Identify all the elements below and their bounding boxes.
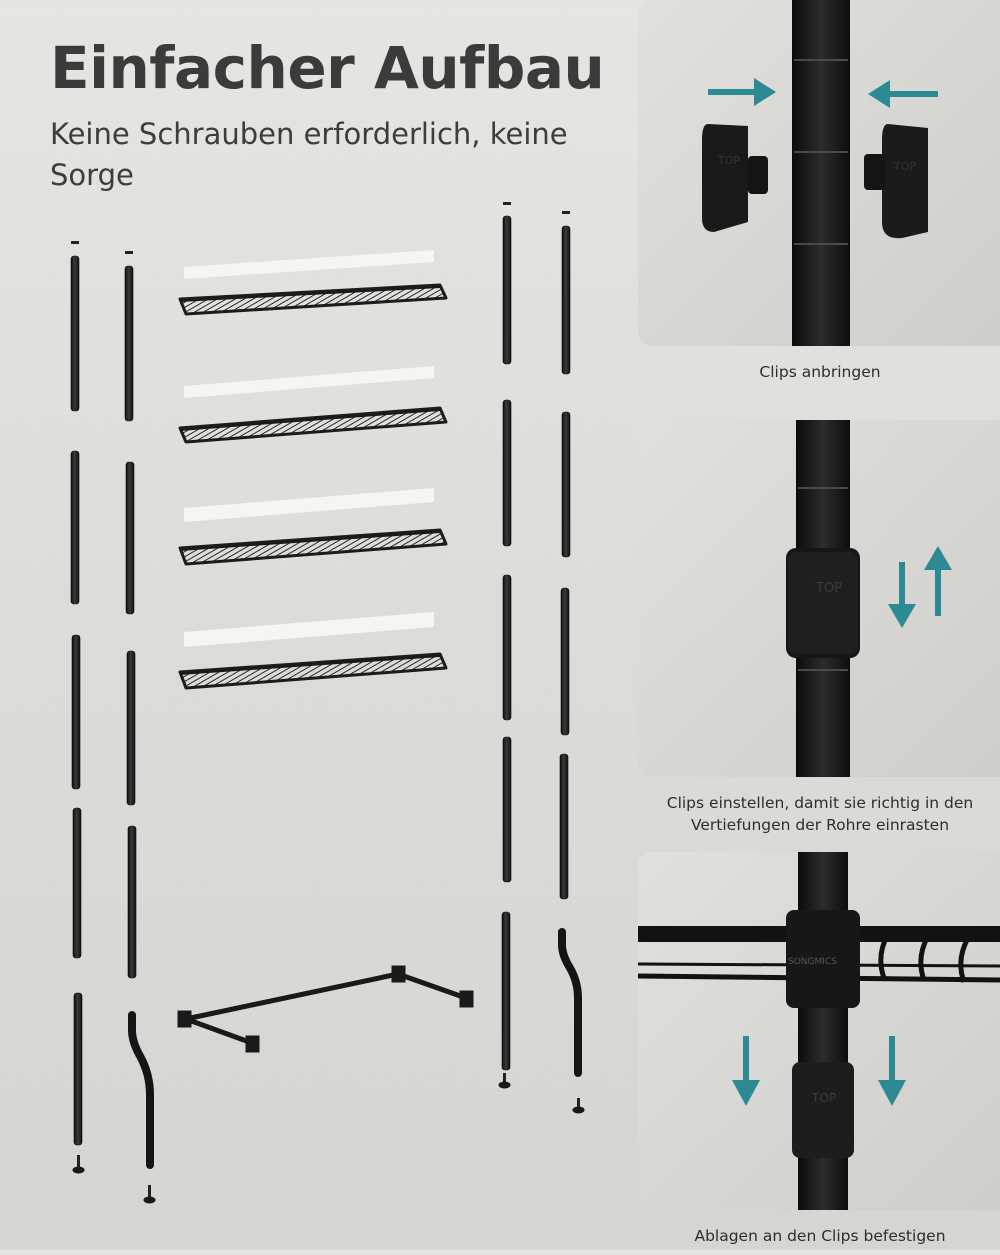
pole-right-rear xyxy=(559,225,571,900)
page-subtitle: Keine Schrauben erforderlich, keine Sorg… xyxy=(50,117,568,192)
step-panel-adjust-clips: TOP xyxy=(638,420,1000,777)
pole-left-front xyxy=(70,255,83,1146)
svg-text:TOP: TOP xyxy=(717,154,740,167)
pole-closeup xyxy=(792,0,850,346)
leveling-foot xyxy=(572,1098,585,1114)
svg-text:SONGMICS: SONGMICS xyxy=(788,957,837,967)
clip-closeup: TOP xyxy=(792,1062,854,1158)
step-panel-attach-shelves: SONGMICS TOP xyxy=(638,852,1000,1210)
leveling-foot xyxy=(143,1185,156,1204)
clip-left-icon: TOP xyxy=(702,124,768,232)
base-frame xyxy=(177,965,474,1053)
clip-right-icon: TOP xyxy=(864,124,928,239)
step-caption-adjust-clips: Clips einstellen, damit sie richtig in d… xyxy=(666,794,974,834)
step-caption-attach-clips: Clips anbringen xyxy=(759,363,881,381)
svg-text:TOP: TOP xyxy=(893,160,916,173)
arrow-right-icon xyxy=(708,78,776,106)
arrow-down-icon xyxy=(878,1036,906,1106)
pole-left-rear xyxy=(124,265,137,979)
step-caption-attach-shelves: Ablagen an den Clips befestigen xyxy=(694,1227,946,1245)
clip-with-shelf: SONGMICS xyxy=(786,910,860,1008)
shelf-2 xyxy=(178,366,448,444)
curved-pole xyxy=(128,1011,154,1169)
arrow-down-icon xyxy=(888,562,916,628)
shelf-4 xyxy=(178,612,448,690)
clip-closeup: TOP xyxy=(786,548,860,658)
arrow-up-icon xyxy=(924,546,952,616)
page-title: Einfacher Aufbau xyxy=(50,34,605,102)
assembly-illustration xyxy=(0,190,630,1250)
arrow-left-icon xyxy=(868,80,938,108)
shelf-1 xyxy=(178,250,448,316)
curved-pole xyxy=(558,928,582,1077)
leveling-foot xyxy=(498,1073,511,1089)
shelf-3 xyxy=(178,488,448,566)
arrow-down-icon xyxy=(732,1036,760,1106)
pole-right-front xyxy=(501,215,512,1071)
svg-text:TOP: TOP xyxy=(811,1091,836,1105)
svg-text:TOP: TOP xyxy=(815,581,842,596)
step-panel-attach-clips: TOP TOP xyxy=(638,0,1000,346)
leveling-foot xyxy=(72,1155,85,1174)
pole-cap xyxy=(71,241,79,244)
